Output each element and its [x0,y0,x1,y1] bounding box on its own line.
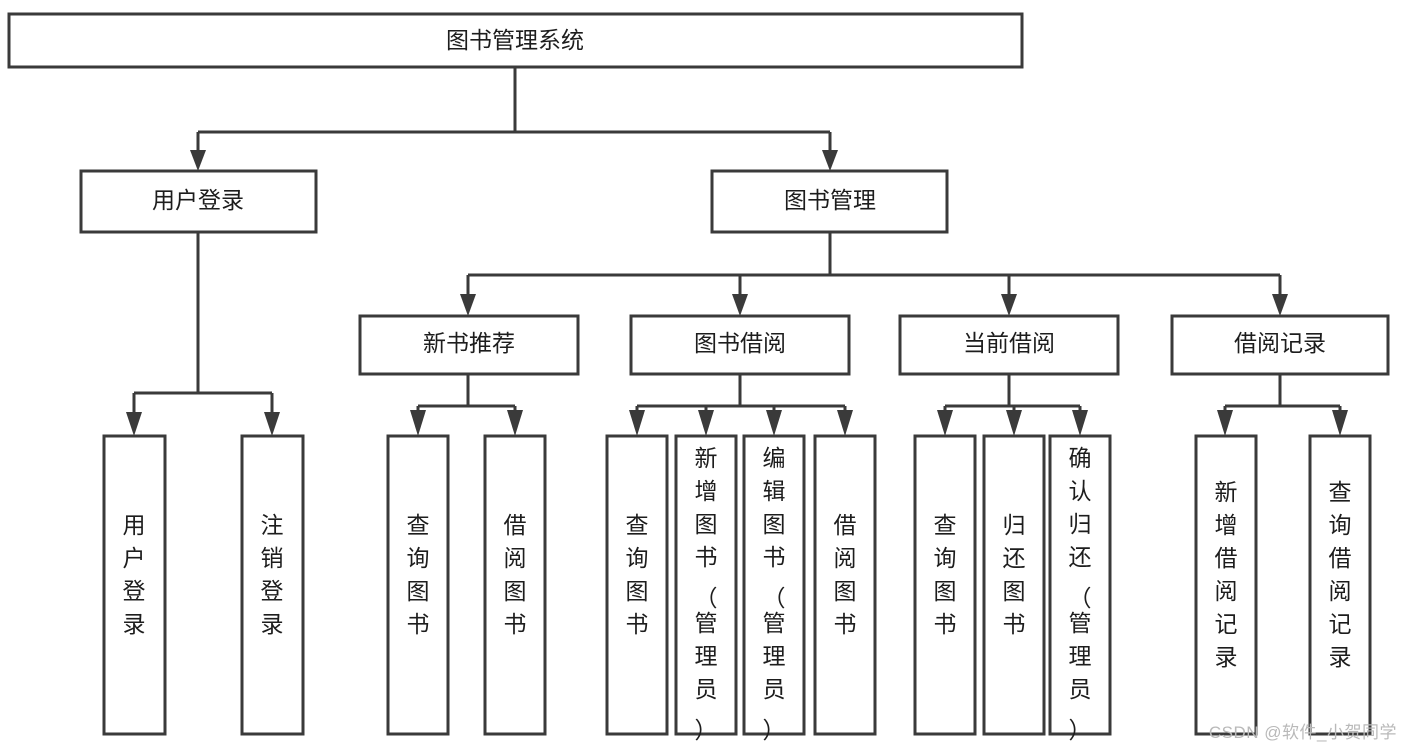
node-leaf-logout-box[interactable] [240,434,305,736]
connectors [126,67,1348,436]
node-leaf-borrow-book-1[interactable]: 借阅图书 [483,434,547,736]
node-leaf-user-login[interactable]: 用户登录 [102,434,167,736]
node-leaf-add-book-label: 新增图书（管理员） [695,445,718,743]
node-leaf-logout-label: 注销登录 [261,512,284,637]
node-leaf-add-book-box[interactable] [674,434,738,736]
node-borrow-record-label: 借阅记录 [1234,330,1326,356]
node-leaf-user-login-box[interactable] [102,434,167,736]
node-new-book-rec-label: 新书推荐 [423,330,515,356]
node-user-login[interactable]: 用户登录 [79,169,318,234]
node-user-login-label: 用户登录 [152,187,244,213]
node-book-borrow[interactable]: 图书借阅 [629,314,851,376]
node-leaf-confirm-return-box[interactable] [1048,434,1112,736]
arrowhead-leaf-add-record [1217,410,1233,436]
arrowhead-leaf-add-book [698,410,714,436]
node-leaf-borrow-book-1-box[interactable] [483,434,547,736]
arrowhead-leaf-borrow-book-1 [507,410,523,436]
node-book-borrow-box[interactable] [629,314,851,376]
node-current-borrow-box[interactable] [898,314,1120,376]
arrowhead-leaf-query-record [1332,410,1348,436]
node-leaf-query-book-3-label: 查询图书 [934,512,957,637]
node-book-manage-label: 图书管理 [784,187,876,213]
arrowhead-leaf-return-book [1006,410,1022,436]
node-leaf-borrow-book-2-box[interactable] [813,434,877,736]
node-borrow-record[interactable]: 借阅记录 [1170,314,1390,376]
node-leaf-query-book-1[interactable]: 查询图书 [386,434,450,736]
arrowhead-leaf-user-login [126,412,142,436]
arrowhead-leaf-query-book-1 [410,410,426,436]
arrowhead-borrow-record [1272,294,1288,316]
arrowhead-leaf-borrow-book-2 [837,410,853,436]
node-leaf-edit-book[interactable]: 编辑图书（管理员） [742,434,806,743]
node-book-borrow-label: 图书借阅 [694,330,786,356]
node-leaf-edit-book-box[interactable] [742,434,806,736]
arrowhead-leaf-logout [264,412,280,436]
node-leaf-edit-book-label: 编辑图书（管理员） [763,445,786,743]
arrowhead-current-borrow [1001,294,1017,316]
node-leaf-logout[interactable]: 注销登录 [240,434,305,736]
arrowhead-book-borrow [732,294,748,316]
node-current-borrow-label: 当前借阅 [963,330,1055,356]
node-leaf-borrow-book-2[interactable]: 借阅图书 [813,434,877,736]
arrowhead-new-book-rec [460,294,476,316]
node-leaf-query-record-label: 查询借阅记录 [1329,479,1352,670]
node-leaf-user-login-label: 用户登录 [123,512,146,637]
node-new-book-rec[interactable]: 新书推荐 [358,314,580,376]
node-leaf-query-book-2[interactable]: 查询图书 [605,434,669,736]
node-book-manage[interactable]: 图书管理 [710,169,949,234]
node-leaf-add-record[interactable]: 新增借阅记录 [1194,434,1258,736]
node-leaf-add-record-box[interactable] [1194,434,1258,736]
node-leaf-query-book-3[interactable]: 查询图书 [913,434,977,736]
node-leaf-return-book-label: 归还图书 [1003,512,1026,637]
arrowhead-leaf-query-book-3 [937,410,953,436]
arrowhead-leaf-edit-book [766,410,782,436]
node-root[interactable]: 图书管理系统 [7,12,1024,69]
node-current-borrow[interactable]: 当前借阅 [898,314,1120,376]
node-leaf-add-book[interactable]: 新增图书（管理员） [674,434,738,743]
node-leaf-add-record-label: 新增借阅记录 [1215,479,1238,670]
node-root-label: 图书管理系统 [446,27,584,53]
node-leaf-borrow-book-2-label: 借阅图书 [834,512,857,637]
node-leaf-query-book-2-label: 查询图书 [626,512,649,637]
arrowhead-book-manage [822,150,838,171]
node-leaf-return-book[interactable]: 归还图书 [982,434,1046,736]
node-book-manage-box[interactable] [710,169,949,234]
node-leaf-query-book-3-box[interactable] [913,434,977,736]
node-root-box[interactable] [7,12,1024,69]
arrowhead-leaf-query-book-2 [629,410,645,436]
node-leaf-query-book-1-box[interactable] [386,434,450,736]
node-borrow-record-box[interactable] [1170,314,1390,376]
arrowhead-leaf-confirm-return [1072,410,1088,436]
node-leaf-query-record[interactable]: 查询借阅记录 [1308,434,1372,736]
node-leaf-query-record-box[interactable] [1308,434,1372,736]
node-leaf-return-book-box[interactable] [982,434,1046,736]
node-user-login-box[interactable] [79,169,318,234]
node-leaf-confirm-return[interactable]: 确认归还（管理员） [1048,434,1112,743]
node-leaf-query-book-1-label: 查询图书 [407,512,430,637]
node-leaf-confirm-return-label: 确认归还（管理员） [1069,445,1092,743]
node-new-book-rec-box[interactable] [358,314,580,376]
arrowhead-user-login [190,150,206,171]
node-leaf-borrow-book-1-label: 借阅图书 [504,512,527,637]
node-leaf-query-book-2-box[interactable] [605,434,669,736]
